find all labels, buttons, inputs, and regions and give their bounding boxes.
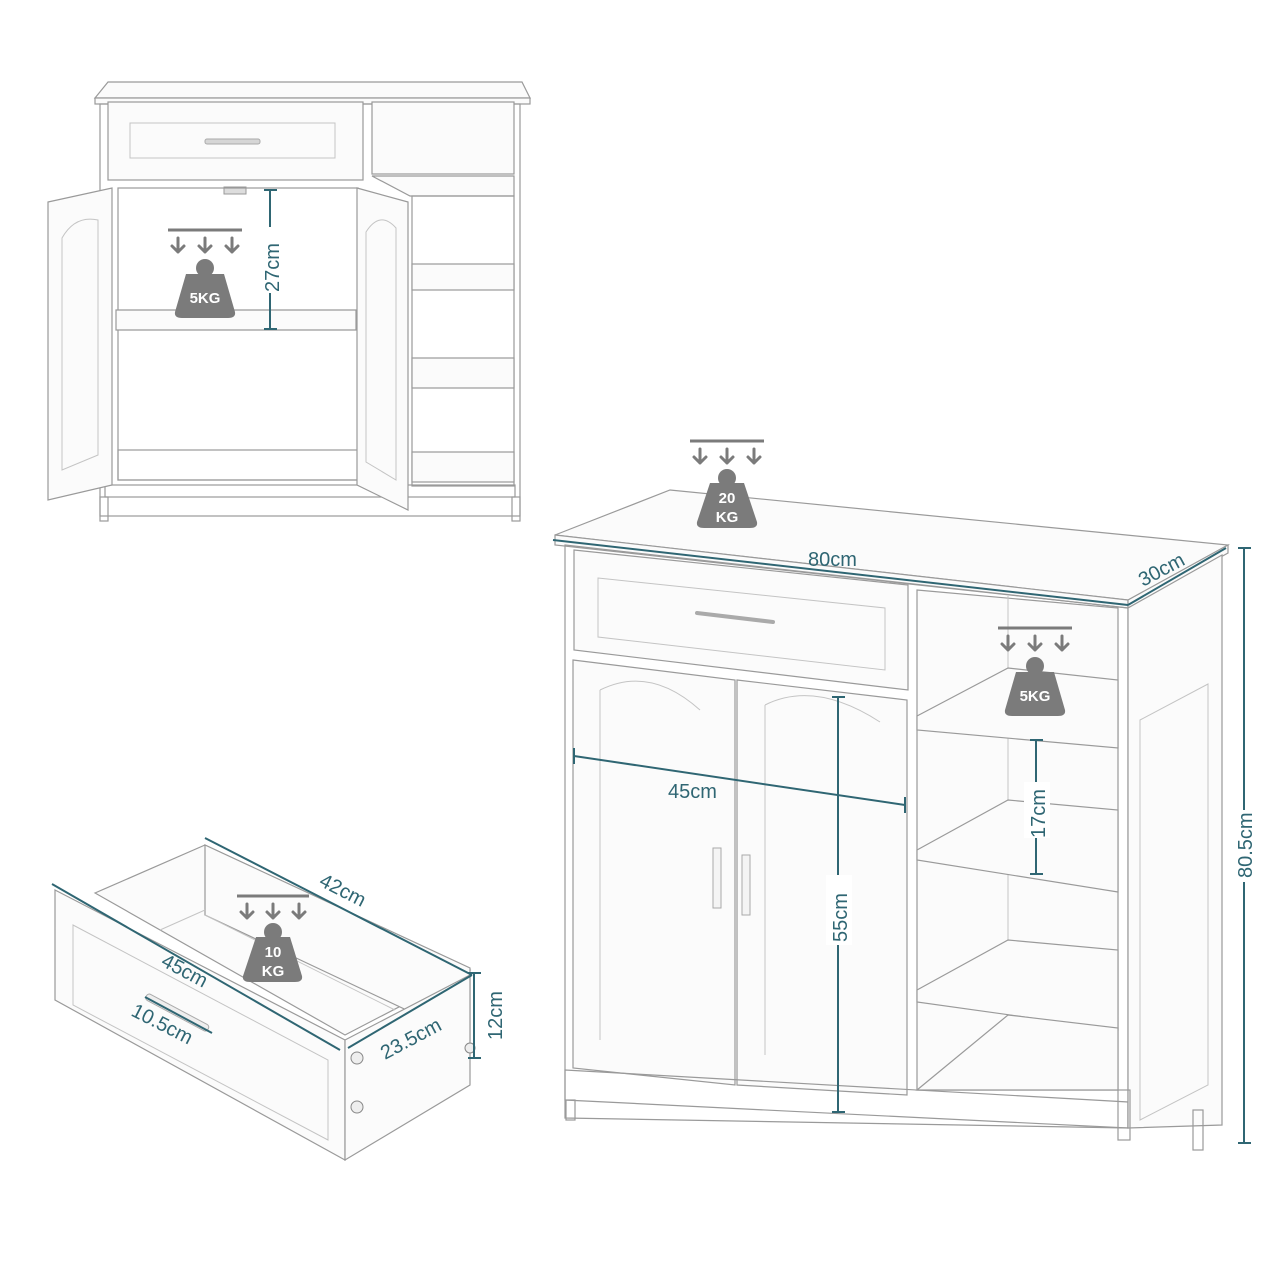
dim-line-30cm <box>1127 547 1227 606</box>
weight-label-20: 20 <box>719 490 736 507</box>
dim-80-5cm: 80.5cm <box>1235 812 1257 878</box>
weight-icon: 20 KG <box>690 439 764 528</box>
weight-label-5kg-shelf: 5KG <box>1020 688 1051 705</box>
dim-line-42cm <box>204 837 473 976</box>
dim-line-45cm-doors <box>573 755 906 806</box>
open-cabinet-view: 27cm 5KG <box>47 81 531 522</box>
drawer-view: 42cm 45cm 10.5cm 23.5cm 12cm 10 KG <box>51 837 507 1162</box>
weight-icon: 10 KG <box>237 894 309 982</box>
dim-line-45cm-drawer <box>51 883 341 1051</box>
weight-label-10: 10 <box>265 944 282 961</box>
weight-icon: 5KG <box>168 228 242 318</box>
dim-45cm-doors: 45cm <box>668 781 717 803</box>
weight-label-kg: KG <box>716 509 739 526</box>
dim-line-10-5cm <box>144 996 213 1034</box>
weight-icon: 5KG <box>998 626 1072 716</box>
dim-12cm: 12cm <box>485 991 507 1040</box>
weight-label-5kg: 5KG <box>190 290 221 307</box>
weight-label-kg-drawer: KG <box>262 963 285 980</box>
dim-27cm: 27cm <box>262 243 284 292</box>
dim-line-80cm <box>552 539 1129 606</box>
main-cabinet-view: 80cm 30cm 80.5cm 45cm 55cm 17cm <box>552 439 1257 1151</box>
dim-55cm: 55cm <box>830 893 852 942</box>
dim-80cm: 80cm <box>808 549 857 571</box>
dim-17cm: 17cm <box>1028 789 1050 838</box>
dim-line-23-5cm <box>347 974 473 1049</box>
